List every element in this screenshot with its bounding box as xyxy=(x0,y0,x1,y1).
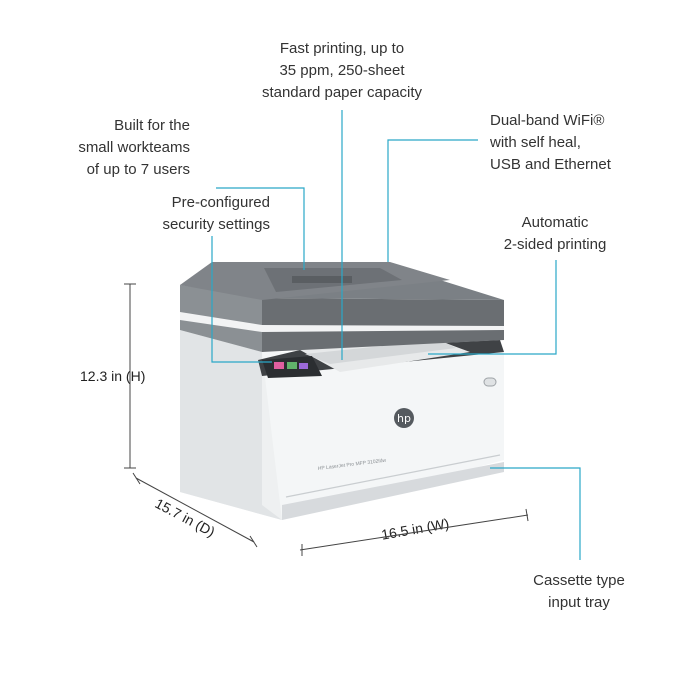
callout-security: Pre-configured security settings xyxy=(162,194,270,233)
callout-line-wifi xyxy=(387,139,478,262)
hp-logo: hp xyxy=(394,408,414,428)
callout-duplex: Automatic 2-sided printing xyxy=(503,214,607,253)
callout-line-cassette xyxy=(490,467,581,560)
printer-body xyxy=(180,330,504,520)
control-panel xyxy=(262,356,322,378)
power-button-icon xyxy=(483,377,497,387)
callout-cassette: Cassette type input tray xyxy=(533,572,625,611)
width-tick-right xyxy=(525,508,529,522)
svg-text:hp: hp xyxy=(397,412,411,425)
callout-line-security xyxy=(211,236,272,363)
callout-workteams: Built for the small workteams of up to 7… xyxy=(78,117,190,178)
width-line xyxy=(299,514,529,551)
depth-line xyxy=(135,477,255,543)
depth-tick-left xyxy=(132,472,141,485)
callout-lines xyxy=(211,110,581,560)
callout-line-workteams xyxy=(216,187,305,270)
adf-feeder xyxy=(180,262,450,300)
dimension-lines xyxy=(124,283,529,556)
callout-wifi: Dual-band WiFi® with self heal, USB and … xyxy=(490,112,611,173)
callout-fast-printing: Fast printing, up to 35 ppm, 250-sheet s… xyxy=(261,40,423,101)
height-dimension-label: 12.3 in (H) xyxy=(80,368,146,384)
callout-line-duplex xyxy=(428,260,557,355)
depth-tick-right xyxy=(249,535,258,548)
